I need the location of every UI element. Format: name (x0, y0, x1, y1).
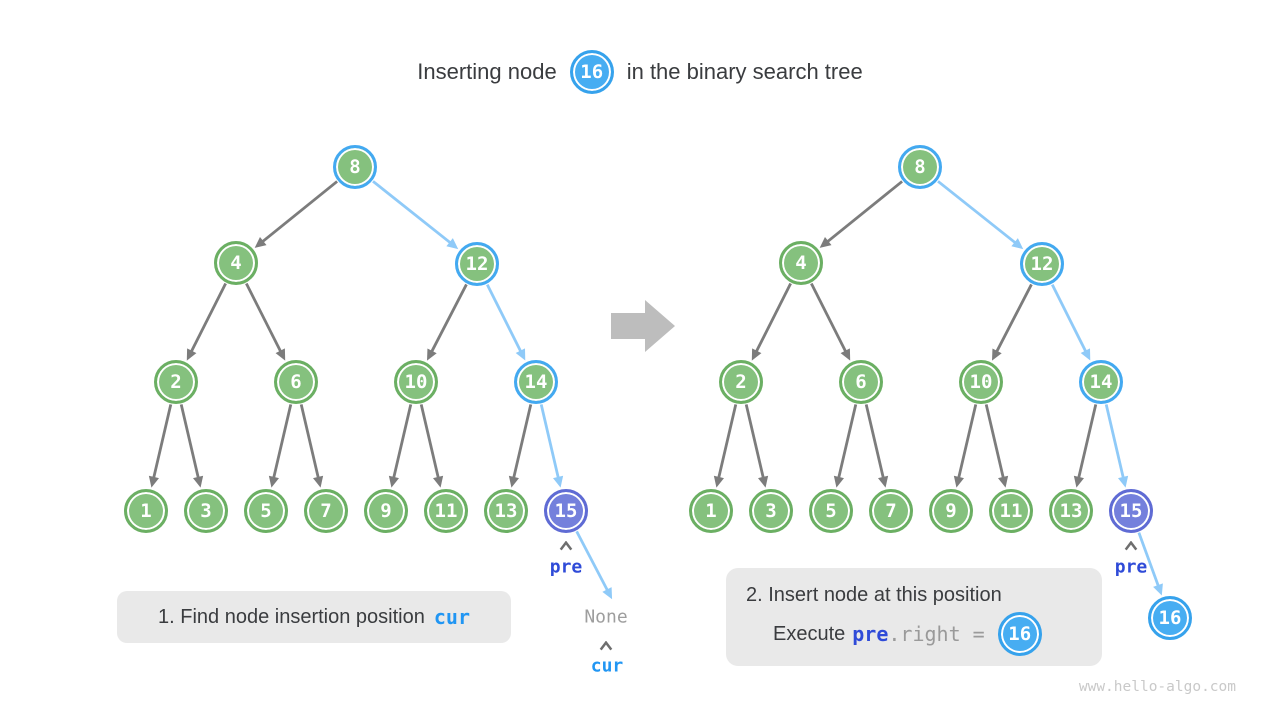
t2-tree-node-12: 12 (1020, 242, 1064, 286)
step2-caption: 2. Insert node at this position Execute … (726, 568, 1102, 666)
step2-pre-text: pre (852, 622, 889, 646)
step2-node-16: 16 (997, 612, 1042, 656)
t1-caret-up-icon (559, 540, 574, 551)
t2-edge-4-2 (751, 282, 792, 361)
t1-tree-node-1: 1 (124, 489, 168, 533)
t1-edge-8-12 (372, 180, 459, 250)
t1-caret-up-icon (599, 640, 614, 651)
watermark: www.hello-algo.com (1078, 679, 1236, 695)
t1-edge-8-4 (254, 180, 338, 248)
t2-edge-2-3 (744, 404, 769, 488)
title-node-16: 16 (569, 50, 614, 94)
t1-tree-node-2: 2 (154, 360, 198, 404)
step2-right-text: .right = (888, 622, 985, 646)
title-text-suffix: in the binary search tree (626, 59, 863, 84)
step1-caption-cur: cur (433, 605, 470, 629)
t1-edge-4-6 (245, 282, 286, 361)
t1-edge-2-3 (179, 404, 204, 488)
t1-edge-12-14 (486, 283, 526, 361)
t1-label-none: None (584, 606, 628, 628)
t1-edge-6-7 (299, 404, 324, 488)
t1-edge-14-15 (539, 404, 564, 488)
t1-tree-node-9: 9 (364, 489, 408, 533)
step2-execute-text: Execute (773, 622, 846, 645)
t1-tree-node-6: 6 (274, 360, 318, 404)
step2-node-16-value: 16 (1008, 623, 1032, 645)
title-text-prefix: Inserting node (417, 59, 557, 84)
t1-tree-node-12: 12 (455, 242, 499, 286)
t2-tree-node-9: 9 (929, 489, 973, 533)
t2-edge-14-13 (1073, 404, 1098, 488)
t2-edge-8-4 (819, 180, 903, 248)
t2-tree-node-8: 8 (898, 145, 942, 189)
t2-tree-node-13: 13 (1049, 489, 1093, 533)
t1-tree-node-13: 13 (484, 489, 528, 533)
t2-tree-node-16: 16 (1148, 596, 1192, 640)
t2-edge-12-10 (992, 283, 1033, 361)
step2-caption-line1: 2. Insert node at this position (746, 583, 1002, 606)
t1-label-cur: cur (590, 655, 624, 677)
transition-arrow-icon (611, 299, 677, 353)
t2-edge-6-7 (864, 404, 889, 488)
title-node-16-value: 16 (580, 61, 604, 83)
t1-tree-node-10: 10 (394, 360, 438, 404)
t1-label-pre: pre (549, 556, 583, 578)
t1-edge-4-2 (186, 282, 227, 361)
diagram-title: Inserting node 16 in the binary search t… (0, 46, 1280, 98)
t2-edge-14-15 (1104, 404, 1129, 488)
t2-tree-node-10: 10 (959, 360, 1003, 404)
t1-tree-node-5: 5 (244, 489, 288, 533)
step1-caption-text: 1. Find node insertion position (158, 605, 425, 628)
t2-edge-15-16 (1137, 532, 1163, 596)
t1-edge-2-1 (148, 404, 173, 488)
t2-edge-10-9 (953, 404, 978, 488)
step2-caption-line2: Execute pre .right = 16 (773, 612, 1102, 656)
t2-tree-node-1: 1 (689, 489, 733, 533)
t2-tree-node-5: 5 (809, 489, 853, 533)
t1-tree-node-7: 7 (304, 489, 348, 533)
t1-edge-10-9 (388, 404, 413, 488)
t1-edge-14-13 (508, 404, 533, 488)
t2-edge-6-5 (833, 404, 858, 488)
t2-edge-12-14 (1051, 283, 1091, 361)
t2-edge-10-11 (984, 404, 1009, 488)
t2-tree-node-14: 14 (1079, 360, 1123, 404)
t1-tree-node-4: 4 (214, 241, 258, 285)
t2-tree-node-6: 6 (839, 360, 883, 404)
t2-tree-node-4: 4 (779, 241, 823, 285)
t2-tree-node-11: 11 (989, 489, 1033, 533)
t1-tree-node-15: 15 (544, 489, 588, 533)
t1-edge-15-point (575, 530, 613, 600)
t2-tree-node-3: 3 (749, 489, 793, 533)
t1-edge-12-10 (427, 283, 468, 361)
t2-tree-node-2: 2 (719, 360, 763, 404)
t2-edge-2-1 (713, 404, 738, 488)
t1-edge-10-11 (419, 404, 444, 488)
t1-tree-node-11: 11 (424, 489, 468, 533)
t2-caret-up-icon (1124, 540, 1139, 551)
t2-label-pre: pre (1114, 556, 1148, 578)
t2-edge-4-6 (810, 282, 851, 361)
t1-tree-node-8: 8 (333, 145, 377, 189)
step1-caption: 1. Find node insertion position cur (117, 591, 511, 643)
t1-tree-node-3: 3 (184, 489, 228, 533)
t1-tree-node-14: 14 (514, 360, 558, 404)
t1-edge-6-5 (268, 404, 293, 488)
t2-tree-node-15: 15 (1109, 489, 1153, 533)
t2-tree-node-7: 7 (869, 489, 913, 533)
t2-edge-8-12 (937, 180, 1024, 250)
